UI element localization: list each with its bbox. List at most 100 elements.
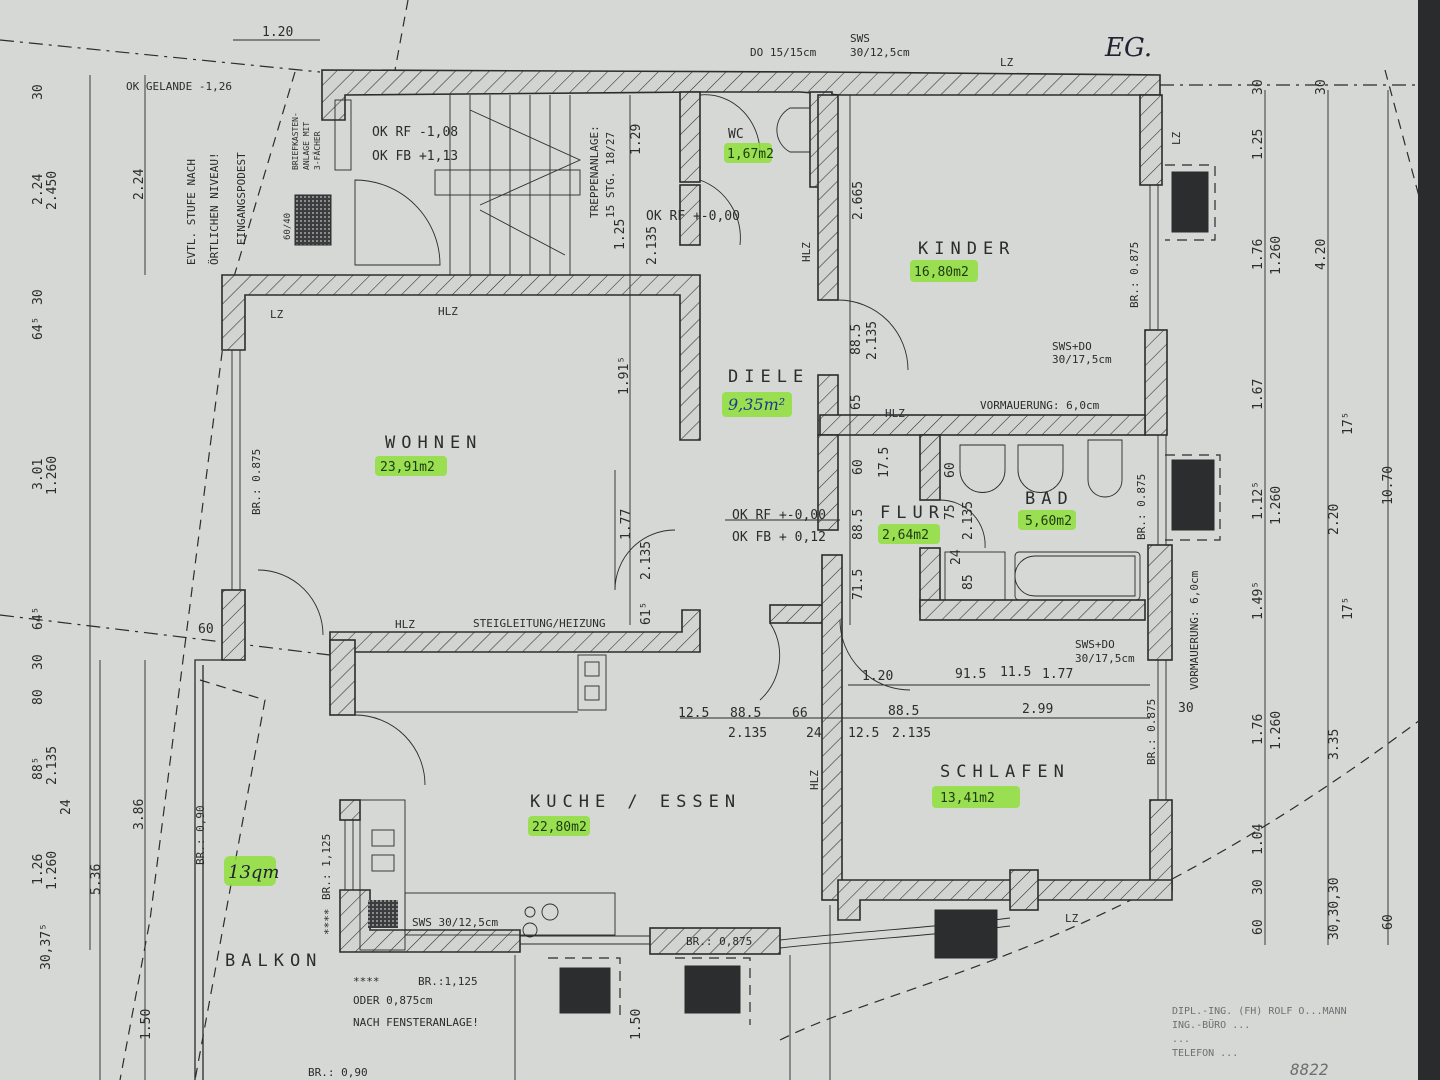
dimensions-left-outer-6: 1.260 (45, 456, 60, 495)
dimensions-row2-6: 88.5 (888, 704, 919, 719)
dimensions-kinder-0: 2.665 (851, 181, 866, 220)
stamp-line1: DIPL.-ING. (FH) ROLF O...MANN (1172, 1006, 1347, 1017)
dimensions-left-outer-13: 1.26 (31, 854, 46, 885)
dimensions-left-outer-7: 30 (31, 654, 46, 670)
notes-vormauerung-1: VORMAUERUNG: 6,0cm (980, 399, 1100, 412)
dimensions-left-outer-8: 64⁵ (31, 607, 46, 630)
walls (221, 69, 1173, 955)
notes-br-note-3: NACH FENSTERANLAGE! (353, 1016, 479, 1029)
dimensions-row1-3: 1.77 (1042, 667, 1073, 682)
dimensions-row2-9: 30 (1178, 701, 1194, 716)
dimensions-right-a-10: 1.04 (1251, 824, 1266, 855)
dimensions-row2-8: 2.99 (1022, 702, 1053, 717)
dimensions-flur-6: 2.135 (961, 501, 976, 540)
notes-treppe-2: 15 STG. 18/27 (604, 132, 617, 218)
dimensions-wohnen-2: 2.135 (639, 541, 654, 580)
room-labels: WOHNEN 23,91m2 KUCHE / ESSEN 22,80m2 KIN… (224, 127, 1076, 971)
room-name-schlafen: SCHLAFEN (940, 762, 1070, 782)
dimensions-right-c-1: 60 (1381, 914, 1396, 930)
dimensions-wohnen-0: 1.91⁵ (617, 356, 632, 395)
dimensions-flur-3: 71.5 (851, 569, 866, 600)
windows-kuche-front: BR.: 0,875 (686, 935, 752, 948)
notes-lz: LZ (270, 308, 284, 321)
notes-ok-fb-stair: OK FB +1,13 (372, 149, 458, 164)
notes-stars: **** (322, 909, 335, 936)
room-area-flur: 2,64m2 (882, 528, 929, 543)
notes-sws-kitchen: SWS 30/12,5cm (412, 916, 498, 929)
dimensions-top: 1.20 (262, 25, 293, 40)
dimensions-flur-8: 24 (949, 549, 964, 565)
notes-br-note-1: BR.:1,125 (418, 975, 478, 988)
room-name-diele: DIELE (728, 367, 809, 387)
windows-schlafen: BR.: 0.875 (1145, 699, 1158, 765)
dimensions-flur-0: 60 (851, 459, 866, 475)
dimensions-stair-2: 2.135 (645, 226, 660, 265)
notes-grate: 60/40 (283, 213, 293, 240)
notes-eingangspodest: EINGANGSPODEST (235, 152, 248, 245)
notes-hlz: HLZ (885, 407, 905, 420)
notes-lz: LZ (1170, 131, 1183, 145)
notes-hlz: HLZ (800, 242, 813, 262)
notes-vormauerung-2: VORMAUERUNG: 6,0cm (1188, 570, 1201, 690)
balkon-outline (194, 659, 831, 1080)
dimensions-right-b-3: 2.20 (1327, 504, 1342, 535)
notes-hlz: HLZ (438, 305, 458, 318)
dimensions-flur-5: 75 (943, 504, 958, 520)
dimensions-left-outer-12: 24 (59, 799, 74, 815)
dimensions-left-outer-11: 2.135 (45, 746, 60, 785)
dimensions-row1-2: 11.5 (1000, 665, 1031, 680)
notes-do-top: DO 15/15cm (750, 46, 817, 59)
notes-briefkasten-3: 3-FÄCHER (312, 131, 322, 170)
dimensions-left-60: 60 (198, 622, 214, 637)
notes-sws-do-2-b: 30/17,5cm (1075, 652, 1135, 665)
notes-steigleitung: STEIGLEITUNG/HEIZUNG (473, 617, 605, 630)
dimensions-row2-0: 12.5 (678, 706, 709, 721)
windows-bad: BR.: 0.875 (1135, 474, 1148, 540)
paper-edge (1418, 0, 1440, 1080)
notes-sws-do-1-a: SWS+DO (1052, 340, 1092, 353)
windows-wohnen: BR.: 0.875 (250, 449, 263, 515)
dimensions-left-outer-9: 80 (31, 689, 46, 705)
room-name-flur: FLUR (880, 503, 945, 523)
notes-sws-top-1: SWS (850, 32, 870, 45)
dimensions-left-outer-1: 2.24 (31, 174, 46, 205)
stamp-line2: ING.-BÜRO ... (1172, 1018, 1250, 1031)
notes-stars: **** (353, 975, 380, 988)
dimensions-right-b-2: 17⁵ (1341, 412, 1356, 435)
notes-sws-top-2: 30/12,5cm (850, 46, 910, 59)
dimensions-flur-2: 88.5 (851, 509, 866, 540)
notes-stufe-1: EVTL. STUFE NACH (185, 159, 198, 265)
dimensions-row2-2: 2.135 (728, 726, 767, 741)
room-name-bad: BAD (1025, 489, 1074, 509)
dimensions-right-a-5: 1.12⁵ (1251, 481, 1266, 520)
dimensions-flur-1: 17.5 (877, 447, 892, 478)
dimensions-right-a-3: 1.260 (1269, 236, 1284, 275)
room-area-diele: 9,35m² (728, 395, 785, 414)
notes-lz: LZ (1000, 56, 1014, 69)
room-area-balkon: 13qm (228, 862, 280, 883)
dimensions-kuche-bottom: 1.50 (629, 1009, 644, 1040)
floor-title: EG. (1104, 33, 1152, 63)
annotations: OK GELANDE -1,26 EVTL. STUFE NACH ÖRTLIC… (126, 32, 1201, 1029)
notes-br-note-2: ODER 0,875cm (353, 994, 433, 1007)
dimensions-left-outer-17: 3.86 (132, 799, 147, 830)
dimensions-right-b-5: 3.35 (1327, 729, 1342, 760)
dimensions-left-outer-5: 3.01 (31, 459, 46, 490)
room-area-kinder: 16,80m2 (914, 265, 969, 280)
stamp-line4: TELEFON ... (1172, 1048, 1238, 1059)
dimensions-kinder-1: 88.5 (849, 324, 864, 355)
dimensions-right-a-4: 1.67 (1251, 379, 1266, 410)
dimensions-kinder-2: 2.135 (865, 321, 880, 360)
dimensions-right-b-6: 30,30,30 (1327, 877, 1342, 940)
notes-ok-gelande: OK GELANDE -1,26 (126, 80, 232, 93)
notes-lz: LZ (1065, 912, 1079, 925)
room-area-kuche: 22,80m2 (532, 820, 587, 835)
light-wells (548, 164, 1221, 1025)
notes-hlz: HLZ (808, 770, 821, 790)
room-name-wohnen: WOHNEN (385, 433, 482, 453)
dimensions-stair-1: 1.25 (613, 219, 628, 250)
dimensions-left-outer-4: 64⁵ (31, 317, 46, 340)
notes-sws-do-2-a: SWS+DO (1075, 638, 1115, 651)
stamp-line3: ... (1172, 1034, 1190, 1045)
